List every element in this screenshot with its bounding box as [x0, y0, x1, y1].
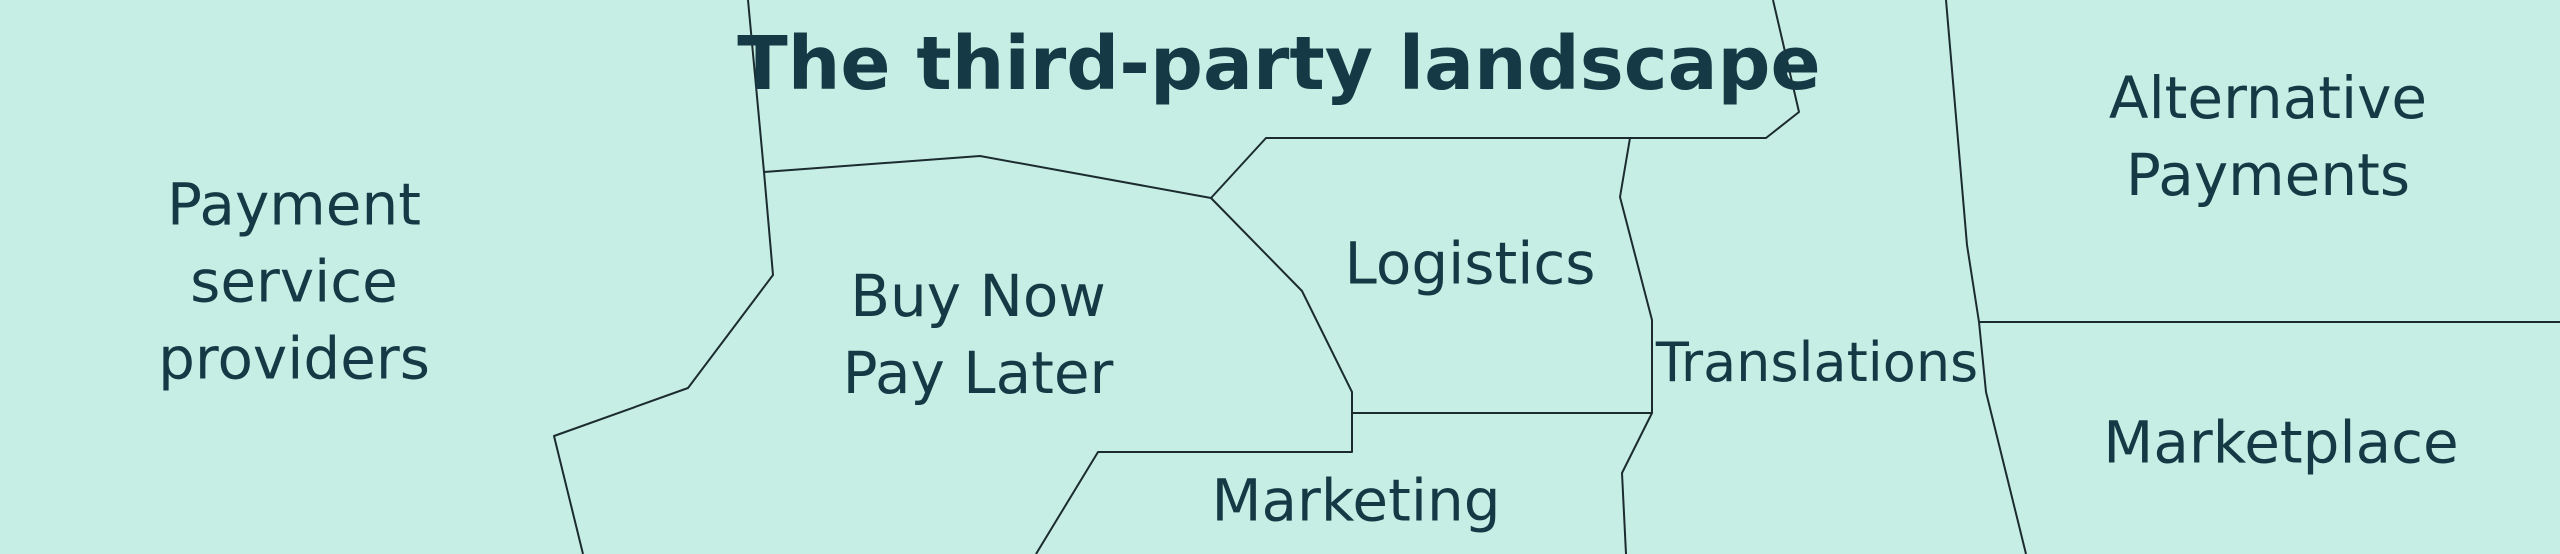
region-label-line: Pay Later [842, 339, 1114, 407]
region-label-line: Translations [1655, 331, 1979, 394]
title-line: The third-party landscape [737, 21, 1821, 107]
border-bnpl-top [763, 155, 1212, 199]
region-logistics: Logistics [1345, 226, 1596, 303]
region-label-line: Payments [2125, 141, 2411, 209]
region-label-line: Logistics [1344, 229, 1596, 298]
region-alternative-payments: Alternative Payments [2109, 60, 2427, 214]
region-marketplace: Marketplace [2103, 405, 2458, 482]
region-label-line: Buy Now [850, 262, 1106, 330]
region-label-line: Payment [167, 170, 421, 239]
region-label-line: providers [158, 324, 430, 393]
region-label-line: Alternative [2108, 64, 2428, 132]
border-translations-right [1945, 0, 2027, 554]
border-title-right [1210, 0, 1800, 199]
region-marketing: Marketing [1211, 463, 1500, 540]
region-translations: Translations [1656, 331, 1978, 395]
border-logistics-translations [1619, 137, 1653, 554]
page-title: The third-party landscape [737, 21, 1820, 107]
region-buy-now-pay-later: Buy Now Pay Later [843, 258, 1114, 412]
region-label-line: Marketing [1211, 466, 1501, 535]
border-bnpl-logistics [1035, 197, 1353, 554]
region-label-line: Marketplace [2103, 408, 2459, 477]
region-label-line: service [190, 247, 398, 316]
border-psp [553, 0, 774, 554]
region-payment-service-providers: Payment service providers [158, 167, 430, 398]
